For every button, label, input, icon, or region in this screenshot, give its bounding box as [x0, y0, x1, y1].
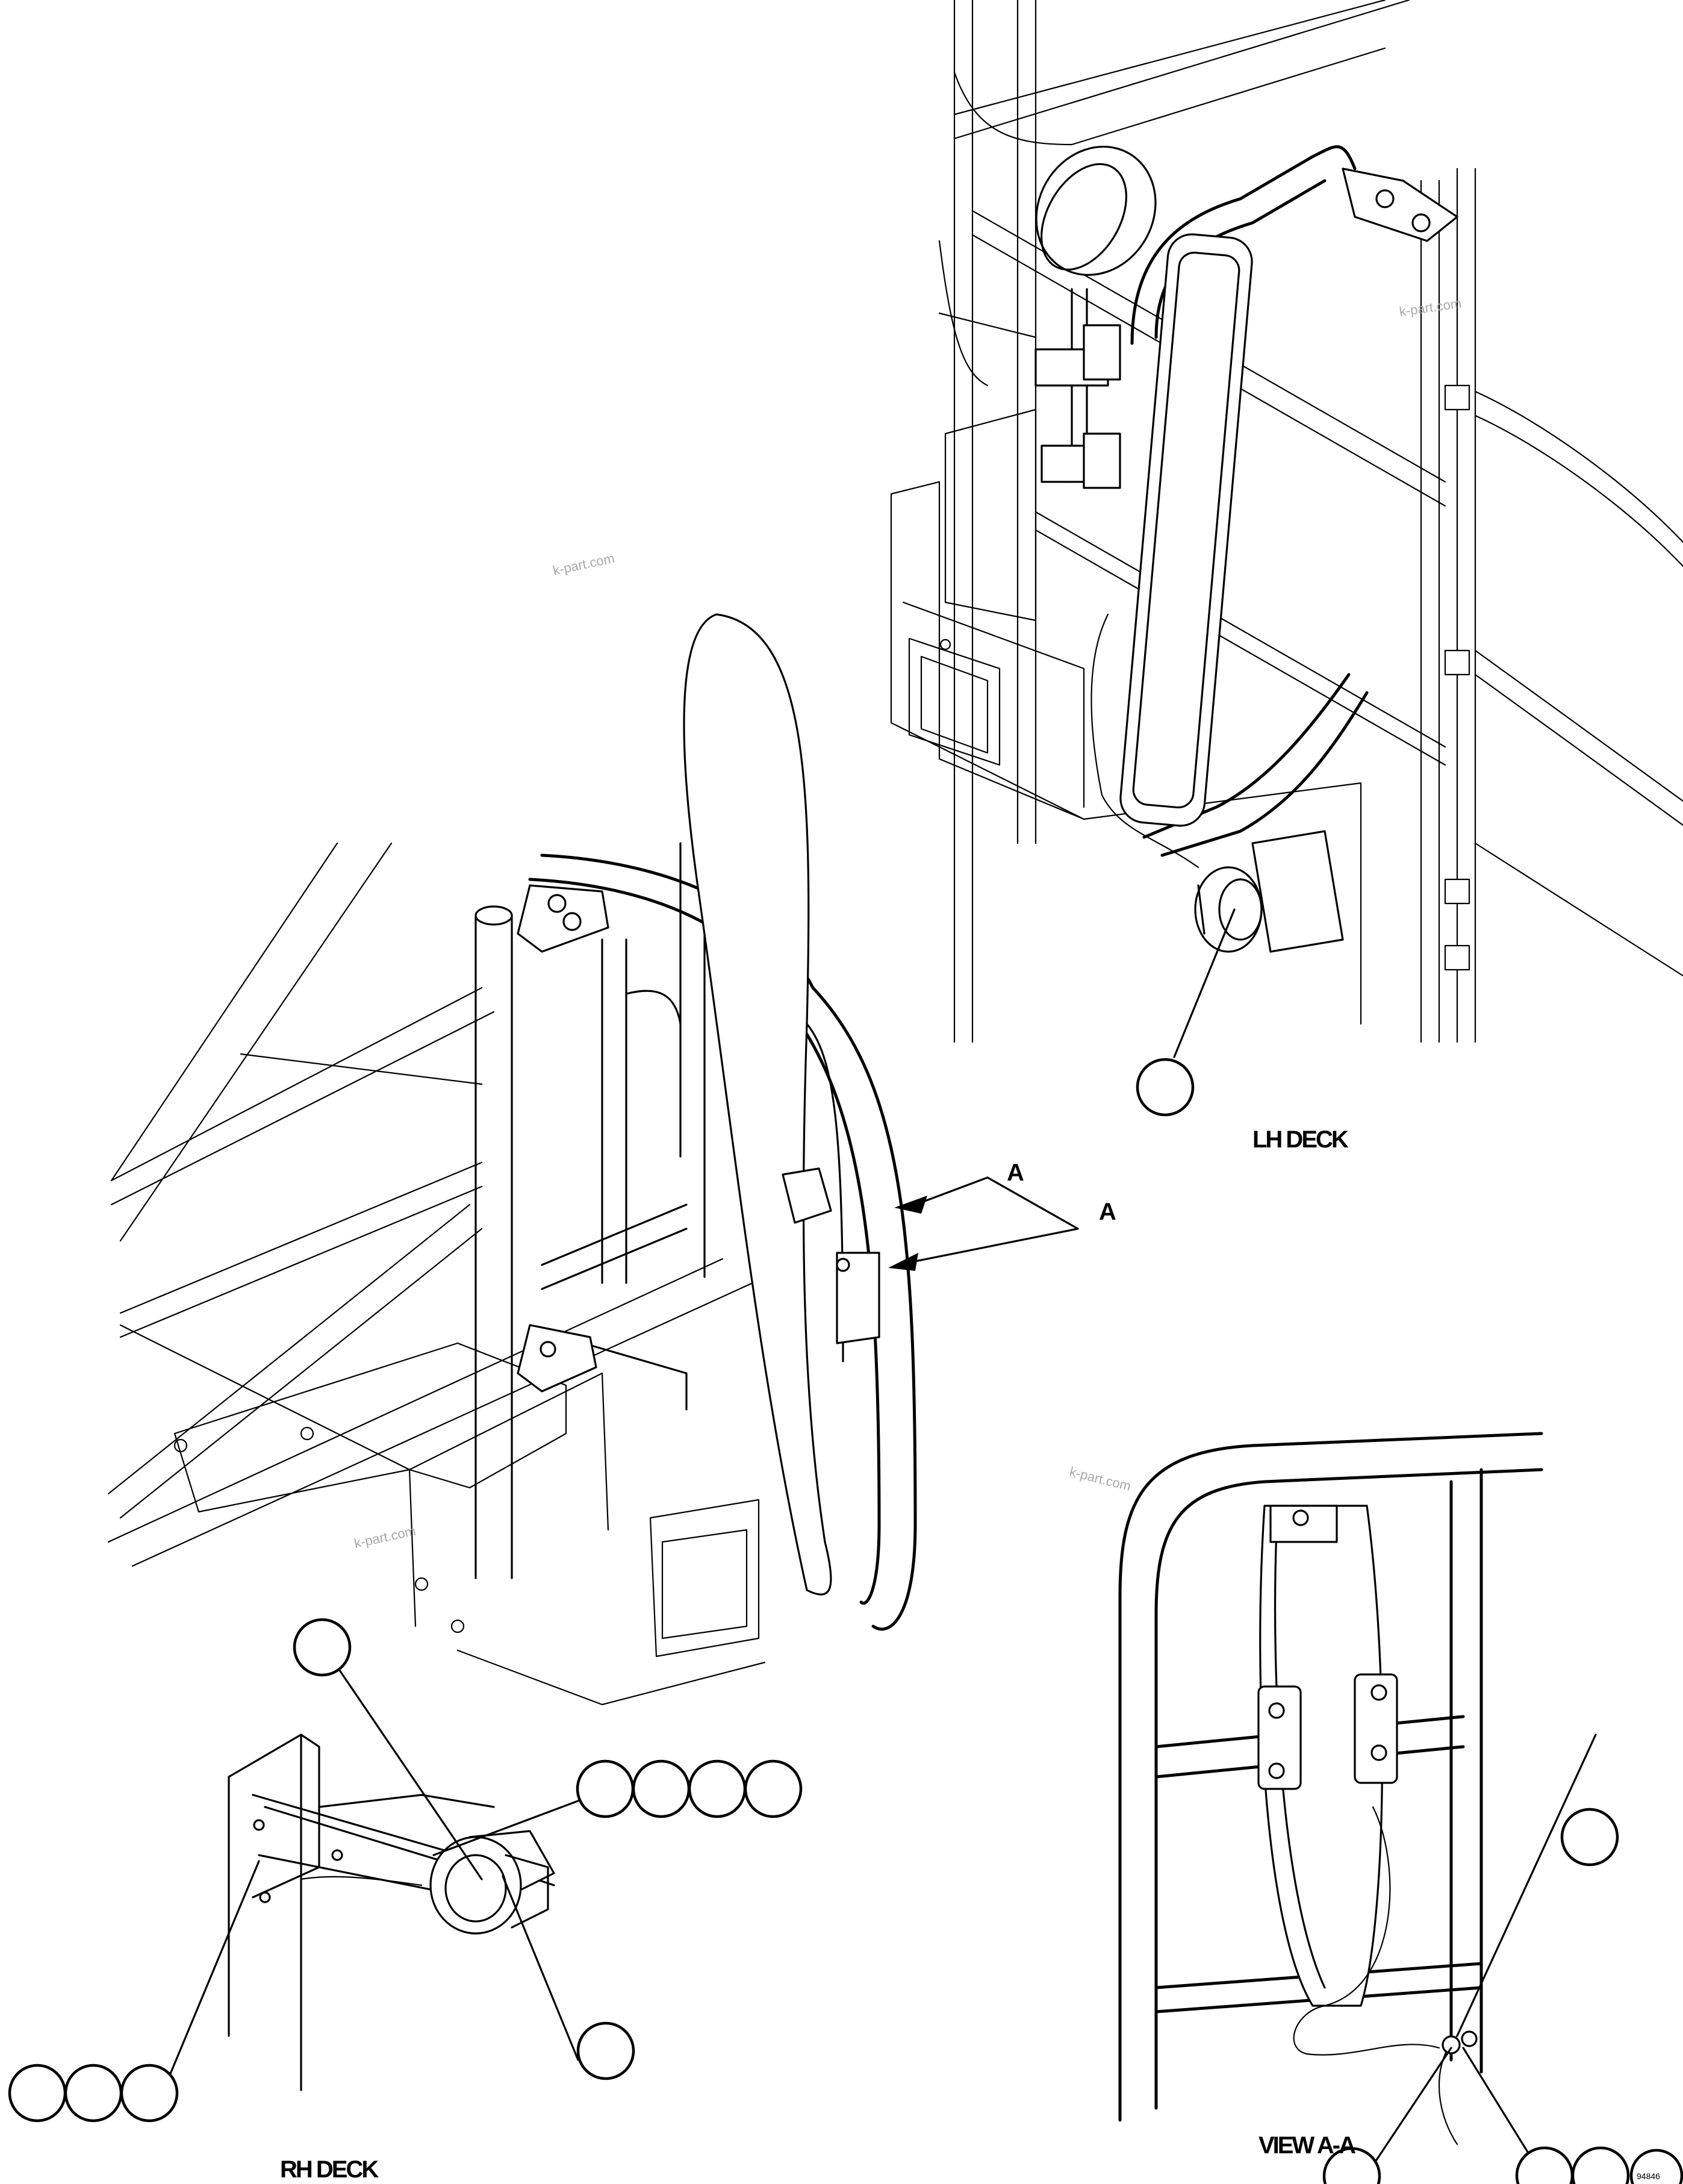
callout-bubble: [1136, 1058, 1195, 1117]
callout-bubble: [1560, 1808, 1619, 1867]
section-mark-a-lower: A: [1099, 1199, 1116, 1225]
callout-bubble: [120, 2064, 179, 2123]
watermark: k-part.com: [1398, 296, 1462, 319]
view-aa-view: [1118, 1432, 1543, 2145]
callout-bubble: [576, 2021, 635, 2080]
rh-deck-view: [107, 613, 917, 2091]
callout-bubble: [1629, 2148, 1683, 2184]
section-mark-a-upper: A: [1007, 1159, 1024, 1186]
watermark: k-part.com: [552, 551, 616, 578]
section-arrows: [888, 1176, 1079, 1271]
callout-bubble: [744, 1759, 803, 1818]
callout-bubble: [8, 2064, 67, 2123]
watermark: k-part.com: [1068, 1464, 1133, 1494]
callout-bubble: [64, 2064, 123, 2123]
callout-bubble: [688, 1759, 747, 1818]
view-aa-title: VIEW A-A: [1258, 2132, 1355, 2159]
lh-deck-view: [890, 0, 1683, 1043]
drawing-number: 94846: [1637, 2171, 1660, 2181]
rh-callouts: [8, 1618, 803, 2123]
callout-bubble: [632, 1759, 691, 1818]
callout-bubble: [576, 1759, 635, 1818]
lh-deck-title: LH DECK: [1252, 1126, 1349, 1153]
callout-bubble: [1322, 2147, 1381, 2184]
lh-callouts: [1136, 1058, 1195, 1117]
rh-deck-title: RH DECK: [280, 2156, 379, 2183]
callout-bubble: [1515, 2146, 1574, 2184]
view-aa-callouts: [1322, 1808, 1683, 2184]
leader-lines: [167, 908, 1597, 2176]
callout-bubble: [1571, 2146, 1630, 2184]
watermark: k-part.com: [353, 1523, 417, 1551]
callout-bubble: [293, 1618, 352, 1677]
